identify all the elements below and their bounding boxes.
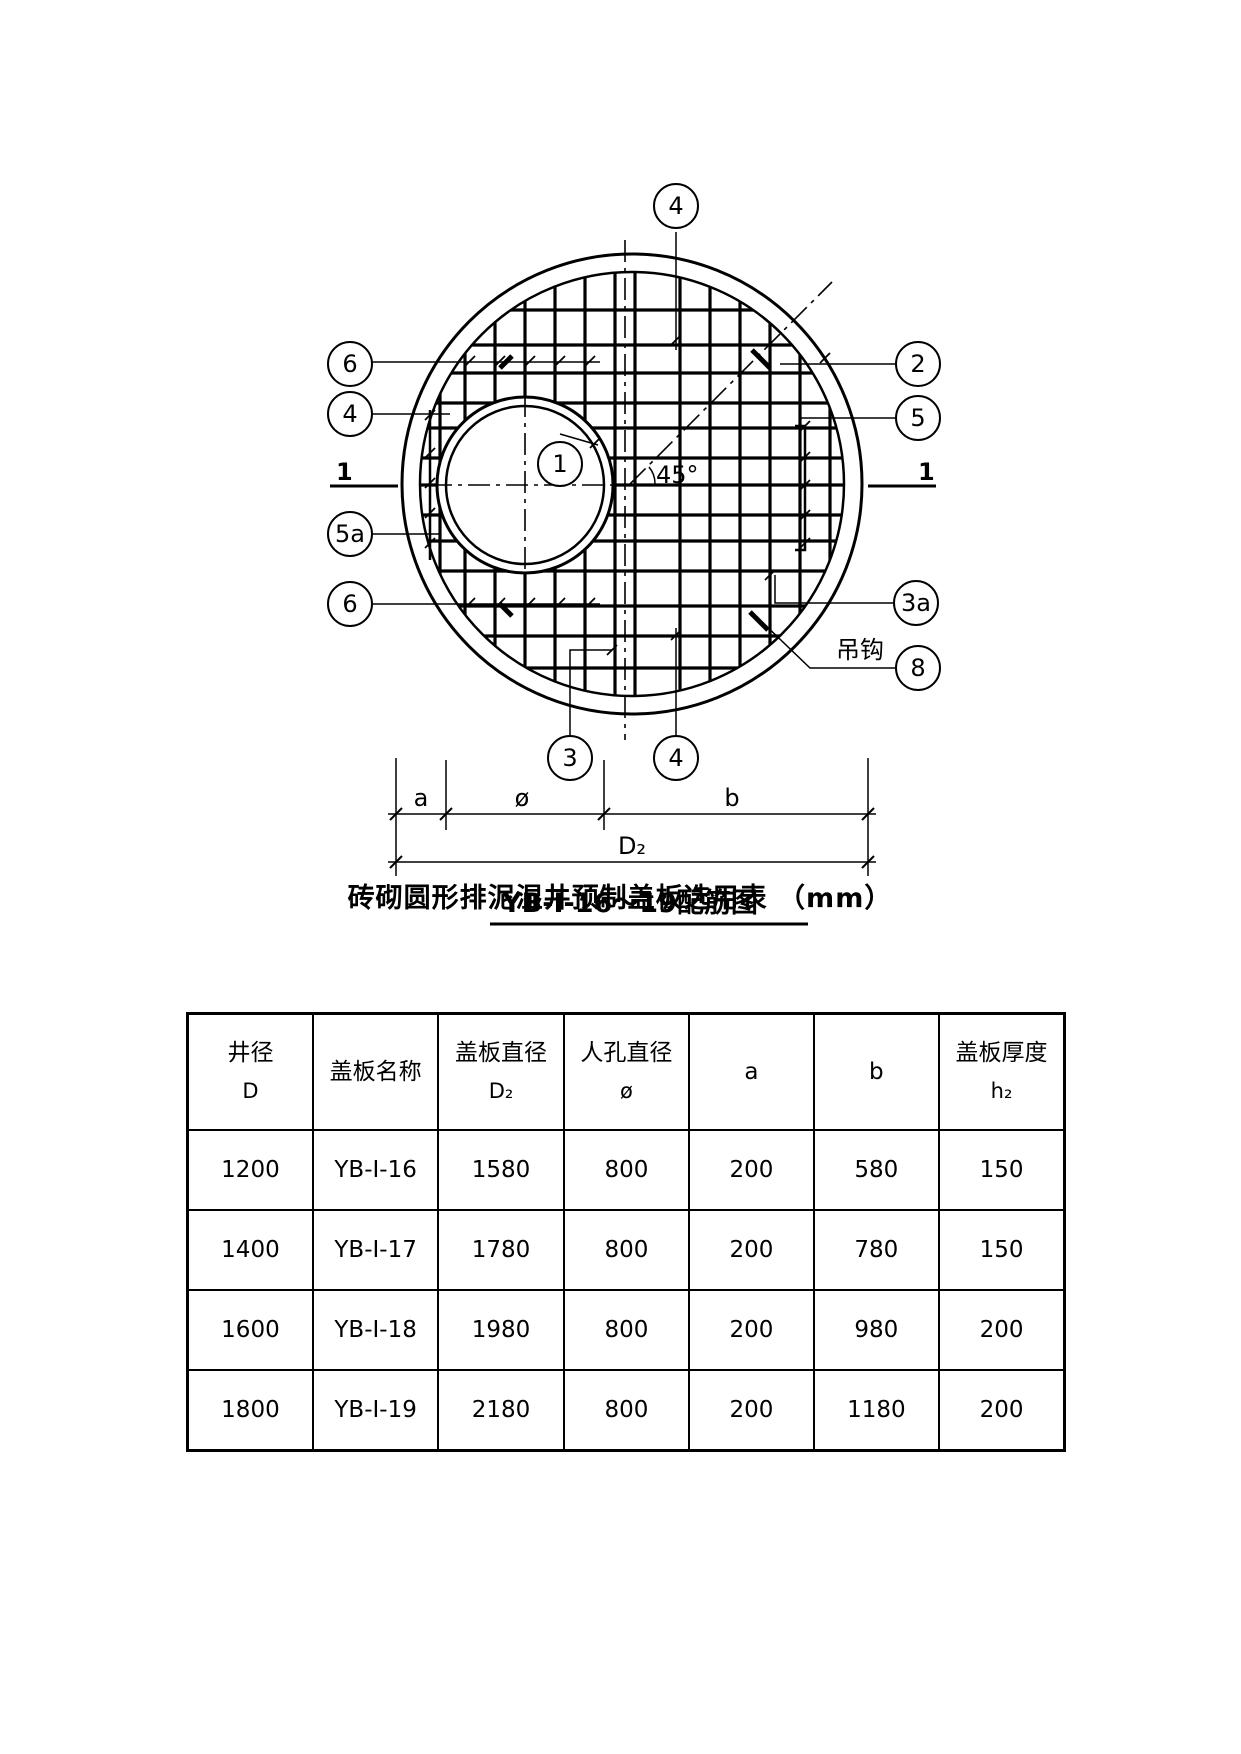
table-cell: 150 bbox=[938, 1129, 1066, 1211]
table-cell: YB-Ⅰ-19 bbox=[311, 1369, 440, 1452]
table-cell: 1180 bbox=[812, 1369, 941, 1452]
table-cell: 2180 bbox=[437, 1369, 565, 1452]
plate-outer-circle bbox=[400, 252, 864, 716]
callout-bubble: 5a bbox=[327, 511, 373, 557]
callout-bubble: 1 bbox=[537, 441, 583, 487]
callout-bubble: 5 bbox=[895, 395, 941, 441]
drawing-title: YB-Ⅰ-16～19配筋图 bbox=[501, 887, 758, 919]
svg-text:3: 3 bbox=[562, 744, 577, 772]
callout-bubble: 2 bbox=[895, 341, 941, 387]
hook-label: 吊钩 bbox=[836, 636, 884, 664]
header-b: b bbox=[812, 1012, 941, 1131]
svg-text:4: 4 bbox=[668, 744, 683, 772]
svg-text:2: 2 bbox=[910, 350, 925, 378]
dimension-ticks bbox=[389, 807, 875, 869]
dim-phi-label: ø bbox=[515, 784, 530, 812]
table-cell: 1780 bbox=[437, 1209, 565, 1291]
svg-text:5: 5 bbox=[910, 404, 925, 432]
svg-text:6: 6 bbox=[342, 590, 357, 618]
table-cell: 780 bbox=[812, 1209, 941, 1291]
table-row: 1800 YB-Ⅰ-19 2180 800 200 1180 200 bbox=[186, 1369, 1066, 1452]
table-cell: 1200 bbox=[186, 1129, 314, 1211]
callout-bubble: 3a bbox=[893, 580, 939, 626]
angle-label: 45° bbox=[656, 461, 699, 489]
table-caption: 砖砌圆形排泥湿井预制盖板选用表 （mm） bbox=[347, 883, 893, 914]
callout-bubble: 4 bbox=[653, 735, 699, 781]
callout-bubble: 4 bbox=[327, 391, 373, 437]
table-cell: 1980 bbox=[437, 1289, 565, 1371]
dim-b-label: b bbox=[724, 784, 739, 812]
table-row: 1400 YB-Ⅰ-17 1780 800 200 780 150 bbox=[186, 1209, 1066, 1291]
table-cell: 200 bbox=[688, 1369, 815, 1452]
table-cell: 800 bbox=[562, 1289, 691, 1371]
rebar-tick-marks bbox=[424, 334, 831, 656]
table-cell: 800 bbox=[562, 1209, 691, 1291]
table-cell: 580 bbox=[812, 1129, 941, 1211]
table-row: 1600 YB-Ⅰ-18 1980 800 200 980 200 bbox=[186, 1289, 1066, 1371]
table-cell: 200 bbox=[688, 1289, 815, 1371]
reinforcement-drawing: 1 1 45° bbox=[327, 183, 941, 926]
dim-a-label: a bbox=[414, 784, 429, 812]
dim-d2-label: D₂ bbox=[618, 832, 646, 860]
leader-lines bbox=[372, 232, 896, 744]
diagonal-leader bbox=[821, 281, 833, 293]
svg-text:1: 1 bbox=[552, 450, 567, 478]
callout-bubble: 6 bbox=[327, 341, 373, 387]
callout-bubble: 6 bbox=[327, 581, 373, 627]
center-lines bbox=[430, 240, 823, 740]
svg-text:4: 4 bbox=[668, 192, 683, 220]
table-cell: 200 bbox=[688, 1209, 815, 1291]
dimension-lines bbox=[388, 758, 876, 876]
header-plate-name: 盖板名称 bbox=[311, 1012, 440, 1131]
table-cell: 1800 bbox=[186, 1369, 314, 1452]
callout-bubble: 4 bbox=[653, 183, 699, 229]
table-cell: 150 bbox=[938, 1209, 1066, 1291]
table-cell: YB-Ⅰ-17 bbox=[311, 1209, 440, 1291]
section-mark-left: 1 bbox=[336, 458, 353, 486]
section-mark-right: 1 bbox=[918, 458, 935, 486]
table-cell: 1400 bbox=[186, 1209, 314, 1291]
svg-text:5a: 5a bbox=[335, 520, 365, 548]
angle-arc bbox=[648, 466, 656, 485]
table-cell: 1580 bbox=[437, 1129, 565, 1211]
table-cell: 800 bbox=[562, 1129, 691, 1211]
svg-text:6: 6 bbox=[342, 350, 357, 378]
table-cell: 200 bbox=[688, 1129, 815, 1211]
table-row: 1200 YB-Ⅰ-16 1580 800 200 580 150 bbox=[186, 1129, 1066, 1211]
header-a: a bbox=[688, 1012, 815, 1131]
svg-text:8: 8 bbox=[910, 654, 925, 682]
table-cell: 1600 bbox=[186, 1289, 314, 1371]
callout-bubble: 8 bbox=[895, 645, 941, 691]
table-cell: YB-Ⅰ-16 bbox=[311, 1129, 440, 1211]
table-cell: 980 bbox=[812, 1289, 941, 1371]
table-cell: 200 bbox=[938, 1369, 1066, 1452]
lifting-hook-marks bbox=[498, 348, 772, 632]
table-cell: YB-Ⅰ-18 bbox=[311, 1289, 440, 1371]
table-cell: 800 bbox=[562, 1369, 691, 1452]
callout-bubble: 3 bbox=[547, 735, 593, 781]
svg-text:4: 4 bbox=[342, 400, 357, 428]
table-cell: 200 bbox=[938, 1289, 1066, 1371]
svg-text:3a: 3a bbox=[901, 589, 931, 617]
